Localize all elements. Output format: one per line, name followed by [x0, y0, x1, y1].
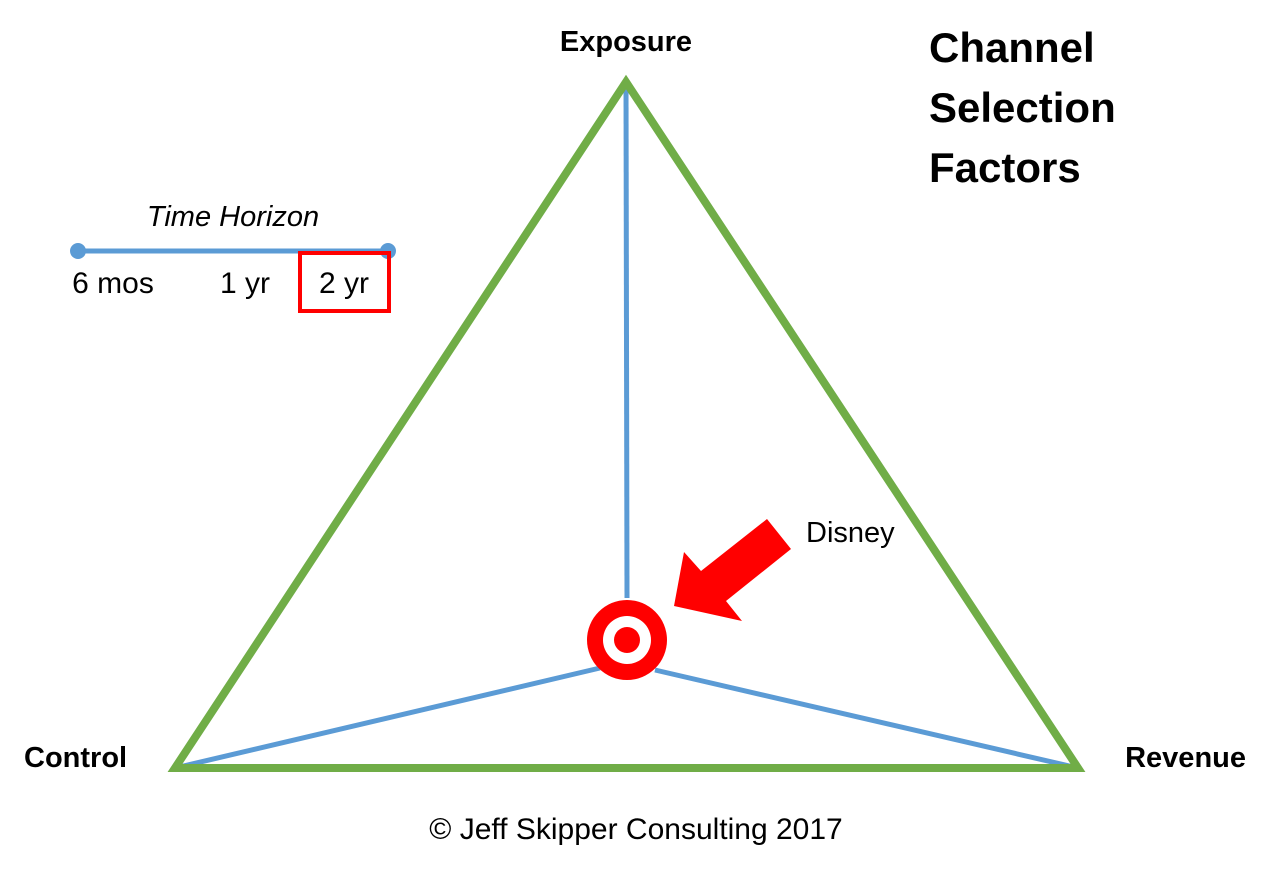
bullseye-icon: [587, 600, 667, 680]
vertex-label-exposure: Exposure: [560, 26, 692, 58]
time-horizon-start-dot: [70, 243, 86, 259]
tick-label-6-mos: 6 mos: [72, 267, 154, 300]
tick-label-2-yr: 2 yr: [319, 267, 369, 300]
tick-label-1-yr: 1 yr: [220, 267, 270, 300]
selection-triangle: [167, 74, 1086, 772]
spoke-control: [174, 665, 601, 771]
time-horizon-title: Time Horizon: [147, 201, 319, 233]
title-line-3: Factors: [929, 144, 1081, 191]
title-line-1: Channel: [929, 24, 1095, 71]
time-horizon-scale: Time Horizon 6 mos 1 yr 2 yr: [70, 201, 396, 313]
arrow-icon: [674, 519, 791, 621]
vertex-label-control: Control: [24, 742, 127, 774]
vertex-label-revenue: Revenue: [1125, 742, 1246, 774]
copyright-notice: © Jeff Skipper Consulting 2017: [429, 813, 842, 846]
spoke-exposure: [623, 81, 630, 599]
title-line-2: Selection: [929, 84, 1116, 131]
target-label: Disney: [806, 517, 895, 549]
spoke-revenue: [654, 667, 1079, 771]
spokes: [174, 81, 1079, 771]
selected-horizon-box: [298, 251, 391, 313]
diagram-title: Channel Selection Factors: [929, 24, 1116, 191]
